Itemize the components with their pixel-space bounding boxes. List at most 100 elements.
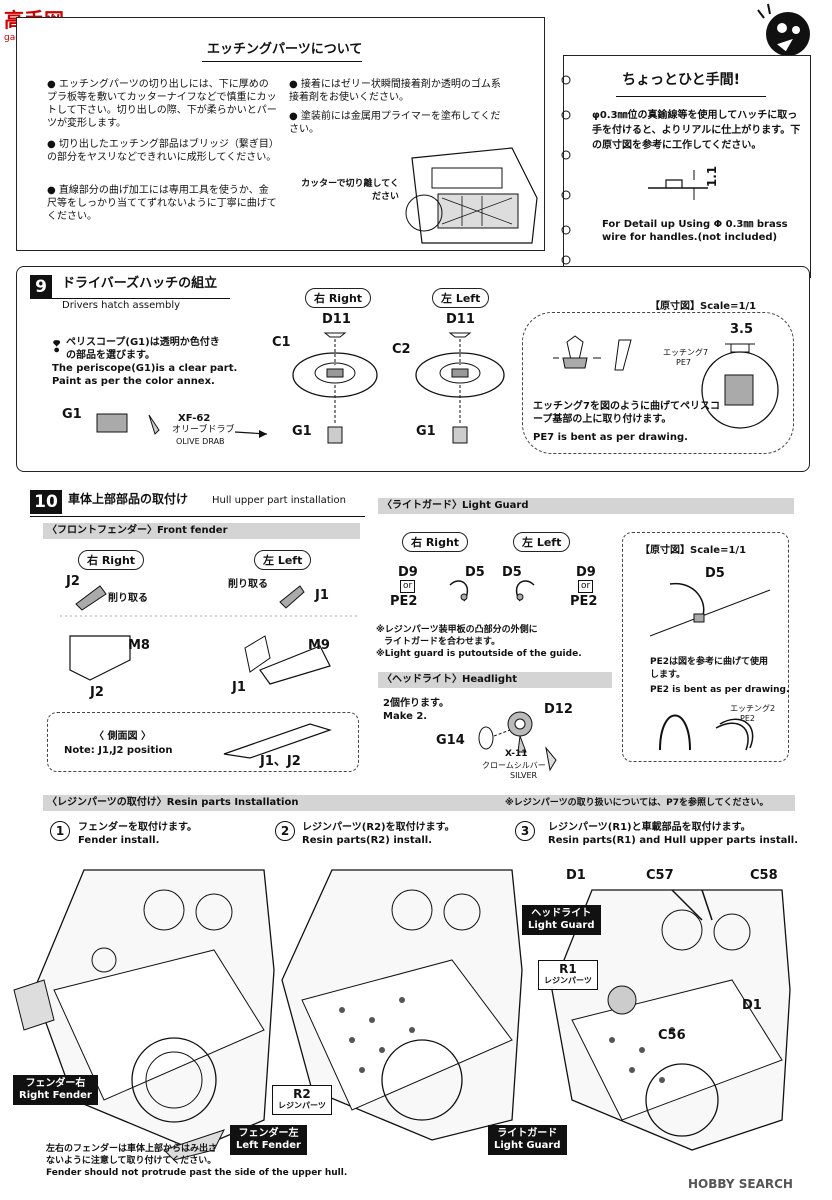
tip-note-box: ちょっとひと手間! φ0.3㎜位の真鍮線等を使用してハッチに取っ手を付けると、よ… [561,55,811,278]
tip-note-title: ちょっとひと手間! [622,72,740,88]
part-d5-b: D5 [502,565,522,580]
substep-1-en: Fender install. [78,835,160,846]
step10-number: 10 [30,490,62,514]
part-m9: M9 [308,638,330,653]
part-g1: G1 [62,407,82,422]
part-d9-a: D9 [398,565,418,580]
step9-panel [16,266,810,472]
paint-name-en: OLIVE DRAB [176,437,225,446]
substep-3-jp: レジンパーツ(R1)と車載部品を取付けます。 [548,822,751,833]
side-view-note: Note: J1,J2 position [64,745,173,756]
pe7-note-jp: エッチング7を図のように曲げてペリスコープ基部の上に取り付けます。 [533,401,720,425]
part-j1-top: J1 [315,588,329,603]
substep-3-num: 3 [515,821,535,841]
part-c56: C56 [658,1028,686,1043]
light-guard-bar: 〈ライトガード〉Light Guard [378,498,794,514]
side-view-parts: J1、J2 [260,754,301,769]
part-g1-right: G1 [292,424,312,439]
part-c1: C1 [272,335,291,350]
part-d9-b: D9 [576,565,596,580]
lg-note-en: ※Light guard is putoutside of the guide. [376,649,582,659]
etching-bullet-5: ● 塗装前には金属用プライマーを塗布してください。 [289,111,501,135]
step9-title-jp: ドライバーズハッチの組立 [62,276,218,291]
lg-right-label: 右 Right [402,532,469,552]
etching-bullet-3: ● 直線部分の曲げ加工には専用工具を使うか、金尺等をしっかり当ててずれないように… [47,185,277,222]
etching-note-box: エッチングパーツについて ● エッチングパーツの切り出しには、下に厚めのプラ板等… [16,17,545,251]
silver-jp: クロームシルバー [482,761,546,770]
mascot-icon [757,3,810,56]
hatch-assembly-drawing [292,332,505,444]
side-view-title: 〈 側面図 〉 [94,731,151,742]
step9-left-label: 左 Left [432,288,490,308]
handle-dimension: 1.1 [705,165,720,188]
part-d5-a: D5 [465,565,485,580]
cut-caption: カッターで切り離してください [301,179,399,202]
pe7-label: PE7 [676,358,691,367]
step9-scale-label: 【原寸図】Scale=1/1 [650,301,757,312]
cut-off-left: 削り取る [228,579,268,590]
part-g1-left: G1 [416,424,436,439]
part-d1-right: D1 [742,998,762,1013]
step10-title-en: Hull upper part installation [212,495,346,506]
part-j2-bottom: J2 [90,685,104,700]
substep-2-num: 2 [275,821,295,841]
etching-bullet-2: ● 切り出したエッチング部品はブリッジ（繋ぎ目）の部分をヤスリなどできれいに成形… [47,139,277,163]
step10-title-jp: 車体上部部品の取付け [68,492,189,506]
etching-illustration [405,147,538,244]
fender-parts-drawing [60,585,360,685]
substep-1-num: 1 [50,821,70,841]
part-c57: C57 [646,868,674,883]
lg-note-jp-1: ※レジンパーツ装甲板の凸部分の外側に [376,625,538,635]
part-j1-bottom: J1 [232,680,246,695]
part-d12: D12 [544,702,573,717]
part-m8: M8 [128,638,150,653]
resin-ref: ※レジンパーツの取り扱いについては、P7を参照してください。 [505,798,769,808]
ring-binding-icon [561,75,571,265]
side-view-box [47,712,359,772]
make2-jp: 2個作ります。 [383,698,449,709]
fender-warning-en: Fender should not protrude past the side… [46,1168,348,1178]
part-d11-right: D11 [322,312,351,327]
etching-bullet-4: ● 接着にはゼリー状瞬間接着剤か透明のゴム系接着剤をお使いください。 [289,79,501,103]
periscope-icon: ❢ [50,337,64,356]
pe2-note-en: PE2 is bent as per drawing. [650,685,790,695]
periscope-note-en: The periscope(G1)is a clear part. Paint … [52,363,238,387]
etching-bullet-1: ● エッチングパーツの切り出しには、下に厚めのプラ板等を敷いてカッターナイフなど… [47,79,277,129]
step9-right-label: 右 Right [305,288,372,308]
hull-drawing-2 [281,869,523,1141]
part-d1-top: D1 [566,868,586,883]
pe7-label-jp: エッチング7 [663,348,709,357]
part-c58: C58 [750,868,778,883]
pe2-label: PE2 [740,714,755,723]
silver-code: X-11 [505,749,528,759]
hull-drawing-1 [13,869,275,1161]
front-fender-bar: 〈フロントフェンダー〉Front fender [43,523,360,539]
hobby-search-logo: HOBBY SEARCH [688,1177,793,1191]
pe7-scale-box [522,312,794,454]
paint-code: XF-62 [178,413,211,424]
silver-en: SILVER [510,771,538,780]
tip-note-body-en: For Detail up Using Φ 0.3㎜ brass wire fo… [602,219,788,243]
etching-note-title: エッチングパーツについて [207,42,363,57]
periscope-part-drawing [96,413,268,438]
part-pe2-b: PE2 [570,594,598,609]
periscope-note-jp: ペリスコープ(G1)は透明か色付きの部品を選びます。 [66,337,220,361]
lg-scale-label: 【原寸図】Scale=1/1 [640,545,747,556]
light-guard-drawing [449,580,535,602]
lg-scale-drawing [649,583,771,637]
part-c2: C2 [392,342,411,357]
pe2-label-jp: エッチング2 [730,704,776,713]
lg-note-jp-2: ライトガードを合わせます。 [384,637,501,647]
substep-2-en: Resin parts(R2) install. [302,835,432,846]
pe7-note-en: PE7 is bent as per drawing. [533,432,688,443]
hull-drawing-3 [551,889,791,1151]
part-d11-left: D11 [446,312,475,327]
lg-scale-part: D5 [705,566,725,581]
cut-off-right: 削り取る [108,593,148,604]
pe7-dimension: 3.5 [730,322,754,337]
